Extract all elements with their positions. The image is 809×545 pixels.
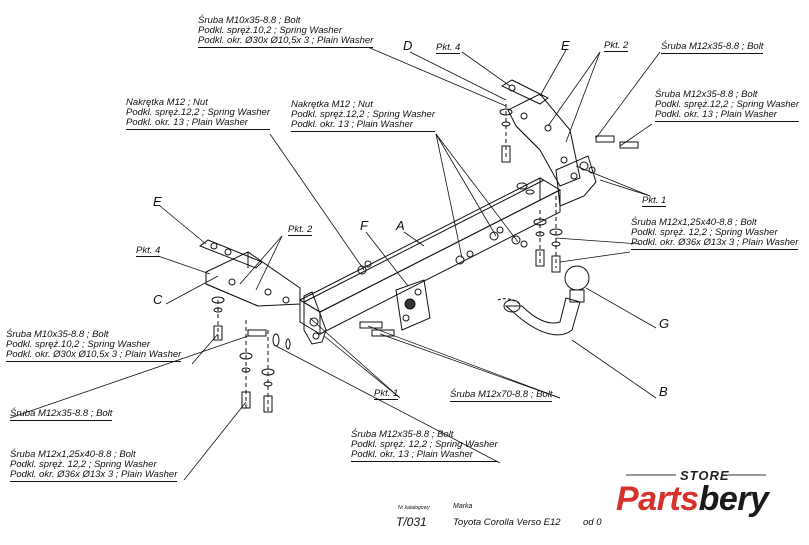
label-line: Podkl. okr. Ø30x Ø10,5x 3 ; Plain Washer <box>198 35 374 48</box>
logo-lines <box>626 474 766 476</box>
label-left-bolt-m12: Śruba M12x35-8.8 ; Bolt <box>10 408 113 421</box>
label-right-bolt-m12: Śruba M12x35-8.8 ; Bolt Podkl. spręż.12,… <box>655 90 799 122</box>
label-line: Śruba M12x35-8.8 ; Bolt <box>661 41 764 54</box>
label-bottom-left-bolt: Śruba M12x1,25x40-8.8 ; Bolt Podkl. sprę… <box>10 449 178 482</box>
footer-marka-label: Marka <box>453 503 473 510</box>
logo-brand-part2: bery <box>698 480 769 518</box>
tow-plate <box>395 279 431 331</box>
label-line: Podkl. okr. 13 ; Plain Washer <box>291 120 435 132</box>
label-bottom-bolt-m12: Śruba M12x35-8.8 ; Bolt Podkl. spręż. 12… <box>351 430 498 462</box>
left-end-plate <box>303 291 327 345</box>
label-line: Śruba M12x35-8.8 ; Bolt <box>351 429 454 440</box>
label-right-bolt-m12x125: Śruba M12x1,25x40-8.8 ; Bolt Podkl. sprę… <box>631 217 799 250</box>
pkt4-top: Pkt. 4 <box>436 42 461 54</box>
pkt4-left: Pkt. 4 <box>136 245 161 257</box>
letter-g: G <box>659 316 670 331</box>
letter-f: F <box>360 218 368 233</box>
logo-brand-part1: Parts <box>616 480 699 518</box>
right-end-plate <box>555 155 597 207</box>
pkt2-left: Pkt. 2 <box>288 224 313 236</box>
label-line: Podkl. okr. Ø36x Ø13x 3 ; Plain Washer <box>10 469 178 482</box>
label-line: Podkl. spręż.12,2 ; Spring Washer <box>291 109 435 120</box>
label-line: Podkl. spręż.12,2 ; Spring Washer <box>655 99 799 110</box>
label-nut-mid: Nakrętka M12 ; Nut Podkl. spręż.12,2 ; S… <box>291 100 435 132</box>
label-line: Podkl. spręż. 12,2 ; Spring Washer <box>351 439 498 450</box>
letter-c: C <box>153 292 163 307</box>
footer-catalog-number: T/031 <box>396 515 427 529</box>
letter-a: A <box>396 218 405 233</box>
partsbery-logo: STORE Partsbery <box>616 468 796 528</box>
label-line: Nakrętka M12 ; Nut <box>291 99 373 110</box>
letter-e-left: E <box>153 194 162 209</box>
label-top-bolt-m10: Śruba M10x35-8.8 ; Bolt Podkl. spręż.10,… <box>198 15 374 48</box>
label-line: Podkl. spręż.10,2 ; Spring Washer <box>6 339 150 350</box>
label-line: Podkl. okr. 13 ; Plain Washer <box>351 450 498 462</box>
label-left-bolt-m10: Śruba M10x35-8.8 ; Bolt Podkl. spręż.10,… <box>6 329 182 362</box>
footer-nr-label: Nr katalogowy <box>398 505 430 511</box>
footer-from: od 0 <box>583 517 602 528</box>
label-nut-left: Nakrętka M12 ; Nut Podkl. spręż.12,2 ; S… <box>126 98 270 130</box>
label-line: Podkl. okr. 13 ; Plain Washer <box>126 118 270 130</box>
pkt1-right: Pkt. 1 <box>642 195 667 207</box>
label-center-bolt-m12x70: Śruba M12x70-8.8 ; Bolt <box>450 389 553 402</box>
pkt1-bottom: Pkt. 1 <box>374 388 399 400</box>
logo-store: STORE <box>680 468 730 483</box>
left-plate-e <box>198 239 263 269</box>
label-line: Śruba M12x35-8.8 ; Bolt <box>655 89 758 100</box>
logo-brand: Partsbery <box>616 480 769 519</box>
label-line: Podkl. spręż. 12,2 ; Spring Washer <box>10 459 157 470</box>
cross-beam <box>298 177 562 335</box>
label-line: Podkl. okr. 13 ; Plain Washer <box>655 110 799 122</box>
letter-e-top: E <box>561 38 570 53</box>
tow-ball-neck <box>497 265 590 336</box>
letter-d: D <box>403 38 413 53</box>
label-top-right-bolt: Śruba M12x35-8.8 ; Bolt <box>661 41 764 54</box>
pkt2-top: Pkt. 2 <box>604 40 629 52</box>
label-line: Śruba M12x70-8.8 ; Bolt <box>450 389 553 402</box>
label-line: Podkl. okr. Ø36x Ø13x 3 ; Plain Washer <box>631 237 799 250</box>
label-line: Nakrętka M12 ; Nut <box>126 97 208 108</box>
label-line: Śruba M12x35-8.8 ; Bolt <box>10 408 113 421</box>
right-bracket <box>507 93 581 187</box>
label-line: Podkl. spręż. 12,2 ; Spring Washer <box>631 227 778 238</box>
right-plate-e <box>500 79 549 105</box>
leader-lines <box>9 47 661 481</box>
label-line: Podkl. spręż.12,2 ; Spring Washer <box>126 107 270 118</box>
footer-vehicle: Toyota Corolla Verso E12 <box>453 517 561 528</box>
label-line: Śruba M12x1,25x40-8.8 ; Bolt <box>631 217 757 228</box>
left-bracket <box>205 251 301 307</box>
label-line: Podkl. okr. Ø30x Ø10,5x 3 ; Plain Washer <box>6 349 182 362</box>
label-line: Śruba M12x1,25x40-8.8 ; Bolt <box>10 449 136 460</box>
label-line: Śruba M10x35-8.8 ; Bolt <box>198 15 301 26</box>
label-line: Śruba M10x35-8.8 ; Bolt <box>6 329 109 340</box>
letter-b: B <box>659 384 668 399</box>
label-line: Podkl. spręż.10,2 ; Spring Washer <box>198 25 342 36</box>
